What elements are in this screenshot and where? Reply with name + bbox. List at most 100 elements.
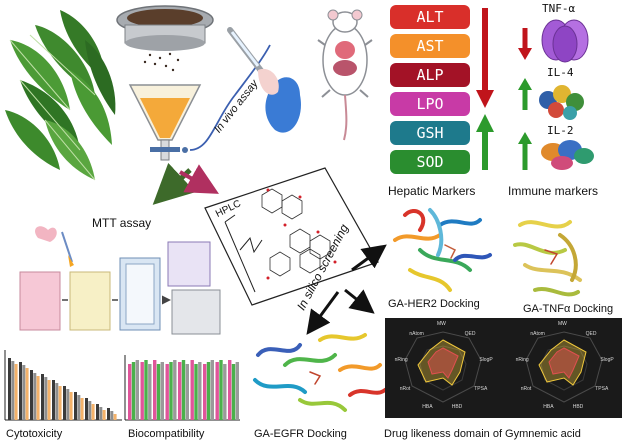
biocompatibility-bar — [223, 364, 227, 420]
radar-axis-label: HBA — [422, 404, 433, 411]
injection-illustration — [227, 27, 301, 133]
tnf-alpha-label: TNF-α — [542, 2, 576, 15]
arrow-to-druglikeness — [344, 288, 375, 314]
cytotoxicity-bar — [102, 410, 106, 420]
flow-line — [189, 44, 271, 151]
hplc-structure-panel — [204, 167, 379, 306]
biocompatibility-bar — [156, 364, 161, 420]
cytotoxicity-bar — [55, 383, 59, 420]
biocompatibility-bar — [169, 362, 173, 420]
radar-axis-label: nRot — [520, 385, 532, 392]
cytotoxicity-bar — [58, 386, 62, 420]
cytotoxicity-bar — [88, 401, 92, 420]
biocompatibility-bar — [203, 364, 207, 420]
cytotoxicity-bar — [47, 380, 51, 420]
egfr-docking-structure — [253, 333, 387, 412]
immune-markers-caption: Immune markers — [508, 184, 599, 198]
radar-axis-label: SlogP — [479, 356, 493, 363]
radar-axis-label: MW — [437, 321, 446, 327]
cytotoxicity-bar — [25, 368, 29, 420]
biocompatibility-bar — [190, 360, 194, 420]
her2-docking-label: GA-HER2 Docking — [388, 298, 480, 310]
cytotoxicity-bar — [41, 374, 44, 420]
cytotoxicity-bar — [74, 392, 77, 420]
cytotoxicity-bar — [77, 395, 81, 420]
cytotoxicity-bar — [63, 386, 66, 420]
biocompatibility-bar — [235, 362, 239, 420]
druglikeness-caption: Drug likeness domain of Gymnemic acid — [384, 428, 581, 440]
cytotoxicity-bar — [99, 407, 103, 420]
hepatic-arrows — [476, 8, 494, 170]
biocompatibility-caption: Biocompatibility — [128, 428, 205, 440]
mtt-workflow-illustration — [19, 226, 221, 335]
hepatic-marker-sod: SOD — [390, 150, 470, 174]
cytotoxicity-bar — [30, 370, 33, 420]
cytotoxicity-bar — [19, 362, 22, 420]
tnfa-docking-label: GA-TNFα Docking — [523, 303, 614, 315]
hepatic-markers-caption: Hepatic Markers — [388, 184, 476, 198]
biocompatibility-bar — [131, 362, 136, 420]
biocompatibility-bar — [148, 364, 152, 420]
il2-protein — [541, 140, 594, 170]
biocompatibility-bar — [144, 360, 148, 420]
radar-axis-label: SlogP — [600, 356, 614, 363]
her2-docking-structure — [393, 208, 492, 292]
biocompatibility-bar — [128, 364, 132, 420]
biocompatibility-bar — [215, 362, 219, 420]
egfr-docking-label: GA-EGFR Docking — [254, 428, 347, 440]
cytotoxicity-bar — [91, 404, 95, 420]
radar-axis-label: nRing — [394, 356, 408, 363]
cytotoxicity-bar — [11, 361, 15, 420]
biocompatibility-bar — [135, 360, 139, 420]
radar-axis-label: QED — [585, 331, 597, 338]
biocompatibility-bar — [173, 360, 177, 420]
radar-axis-label: HBD — [451, 404, 463, 411]
radar-axis-label: HBA — [543, 404, 554, 411]
hepatic-marker-lpo: LPO — [390, 92, 470, 116]
arrow-to-her2 — [351, 244, 387, 272]
radar-axis-label: nRing — [515, 356, 529, 363]
radar-axis-label: nRot — [399, 385, 411, 392]
biocompatibility-bar — [153, 360, 157, 420]
hepatic-marker-alp: ALP — [390, 63, 470, 87]
radar-axis-label: nAtom — [409, 331, 424, 338]
mtt-assay-label: MTT assay — [92, 216, 152, 230]
cytotoxicity-bar — [44, 377, 48, 420]
biocompatibility-chart — [124, 355, 240, 421]
il2-label: IL-2 — [547, 124, 574, 137]
immune-arrows — [518, 28, 532, 170]
hepatic-marker-alt: ALT — [390, 5, 470, 29]
biocompatibility-bar — [206, 362, 211, 420]
radar-axis-label: TPSA — [595, 385, 609, 392]
biocompatibility-bar — [194, 364, 198, 420]
cytotoxicity-bar — [107, 408, 110, 420]
biocompatibility-bar — [210, 360, 214, 420]
biocompatibility-bar — [165, 364, 169, 420]
biocompatibility-bar — [160, 362, 164, 420]
cytotoxicity-bar — [52, 380, 55, 420]
biocompatibility-bar — [181, 360, 186, 420]
cytotoxicity-bar — [66, 389, 70, 420]
cytotoxicity-chart — [4, 350, 122, 421]
hepatic-marker-gsh: GSH — [390, 121, 470, 145]
biocompatibility-bar — [219, 360, 223, 420]
biocompatibility-bar — [178, 362, 182, 420]
biocompatibility-bar — [198, 362, 202, 420]
cytotoxicity-bar — [36, 376, 40, 420]
cytotoxicity-bar — [69, 392, 73, 420]
biocompatibility-bar — [228, 360, 232, 420]
cytotoxicity-bar — [96, 404, 99, 420]
radar-chart-right — [525, 331, 603, 403]
cytotoxicity-bar — [8, 358, 11, 420]
radar-axis-label: MW — [558, 321, 567, 327]
cytotoxicity-bar — [80, 398, 84, 420]
cytotoxicity-bar — [85, 398, 88, 420]
rat-illustration — [317, 9, 373, 141]
druglikeness-panel — [385, 318, 622, 418]
biocompatibility-bar — [231, 364, 236, 420]
tnf-alpha-protein — [541, 19, 589, 63]
biocompatibility-bar — [185, 364, 189, 420]
gymnema-leaves-illustration — [5, 10, 116, 181]
extraction-funnel-illustration — [116, 5, 214, 161]
